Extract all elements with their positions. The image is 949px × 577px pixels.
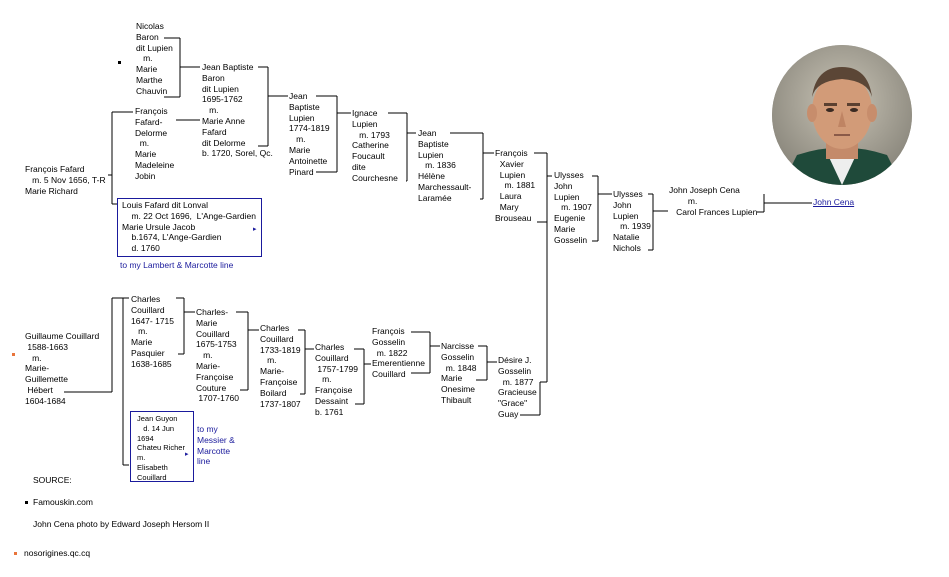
source-nosorigines: nosorigines.qc.cq <box>24 548 90 559</box>
person-charles-marie-couillard: Charles- Marie Couillard 1675-1753 m. Ma… <box>196 307 239 404</box>
person-jean-guyon: Jean Guyon d. 14 Jun 1694 Chateu Richer … <box>137 414 185 483</box>
person-louis-fafard-lonval: Louis Fafard dit Lonval m. 22 Oct 1696, … <box>122 200 256 254</box>
person-charles-couillard-1647: Charles Couillard 1647- 1715 m. Marie Pa… <box>131 294 174 370</box>
bullet-marker <box>118 61 121 64</box>
messier-marcotte-link[interactable]: to my Messier & Marcotte line <box>197 424 235 467</box>
lonval-box[interactable]: Louis Fafard dit Lonval m. 22 Oct 1696, … <box>117 198 262 257</box>
guyon-box[interactable]: Jean Guyon d. 14 Jun 1694 Chateu Richer … <box>130 411 194 482</box>
person-francois-fafard-delorme: François Fafard- Delorme m. Marie Madele… <box>135 106 174 182</box>
subject-john-cena-link[interactable]: John Cena <box>813 197 854 208</box>
person-francois-gosselin: François Gosselin m. 1822 Emerentienne C… <box>372 326 425 380</box>
person-jean-baptiste-lupien-1836: Jean Baptiste Lupien m. 1836 Hélène Marc… <box>418 128 471 204</box>
john-cena-photo <box>772 45 912 185</box>
source-famouskin: Famouskin.com <box>33 497 93 508</box>
person-narcisse-gosselin: Narcisse Gosselin m. 1848 Marie Onesime … <box>441 341 476 406</box>
source-label: SOURCE: <box>33 475 72 486</box>
person-ulysses-john-lupien-1907: Ulysses John Lupien m. 1907 Eugenie Mari… <box>554 170 592 246</box>
lambert-marcotte-link[interactable]: to my Lambert & Marcotte line <box>120 260 233 271</box>
person-jean-baptiste-baron: Jean Baptiste Baron dit Lupien 1695-1762… <box>202 62 273 159</box>
person-jean-baptiste-lupien-1774: Jean Baptiste Lupien 1774-1819 m. Marie … <box>289 91 330 177</box>
bullet-marker <box>14 552 17 555</box>
arrow-right-icon: ▸ <box>185 451 189 458</box>
person-charles-couillard-1733: Charles Couillard 1733-1819 m. Marie- Fr… <box>260 323 301 409</box>
person-nicolas-baron: Nicolas Baron dit Lupien m. Marie Marthe… <box>136 21 173 97</box>
bullet-marker <box>12 353 15 356</box>
arrow-right-icon: ▸ <box>253 226 257 233</box>
person-guillaume-couillard: Guillaume Couillard 1588-1663 m. Marie- … <box>25 331 99 407</box>
person-ulysses-john-lupien-1939: Ulysses John Lupien m. 1939 Natalie Nich… <box>613 189 651 254</box>
parents-cena: John Joseph Cena m. Carol Frances Lupien <box>669 185 757 217</box>
person-francois-fafard: François Fafard m. 5 Nov 1656, T-R Marie… <box>25 164 106 196</box>
person-francois-xavier-lupien: François Xavier Lupien m. 1881 Laura Mar… <box>495 148 535 224</box>
photo-credit: John Cena photo by Edward Joseph Hersom … <box>33 519 209 530</box>
bullet-marker <box>25 501 28 504</box>
person-ignace-lupien: Ignace Lupien m. 1793 Catherine Foucault… <box>352 108 398 184</box>
person-desire-gosselin: Désire J. Gosselin m. 1877 Gracieuse "Gr… <box>498 355 537 420</box>
person-charles-couillard-1757: Charles Couillard 1757-1799 m. Françoise… <box>315 342 358 418</box>
